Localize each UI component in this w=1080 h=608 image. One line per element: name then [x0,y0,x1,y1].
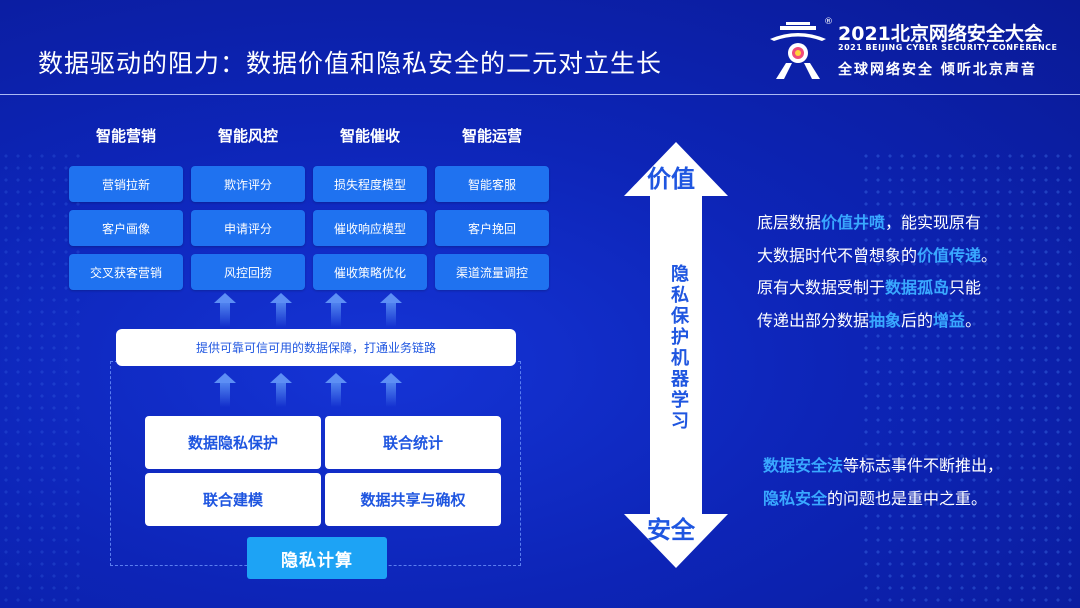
text: 。 [965,310,982,330]
up-arrow-icon [380,373,402,407]
conference-logo: ® 2021北京网络安全大会 2021 BEIJING CYBER SECURI… [766,17,1066,81]
privacy-tech-box: 联合建模 [145,473,321,526]
text: 等标志事件不断推出， [843,456,1004,475]
text: ，能实现原有 [885,213,982,232]
logo-title: 2021北京网络安全大会 [838,23,1043,45]
text: 。 [981,245,998,265]
dot-pattern-right [860,150,1080,608]
para-line: 隐私安全的问题也是重中之重。 [763,483,1003,516]
para-line: 原有大数据受制于数据孤岛只能 [757,272,997,305]
highlight-text: 数据孤岛 [885,278,950,297]
category-heading: 智能营销 [95,127,156,145]
up-arrow-icon [325,373,347,407]
highlight-text: 增益 [933,310,966,330]
application-box: 催收响应模型 [313,210,427,246]
text: 传递出部分数据 [757,310,870,330]
privacy-tech-box: 联合统计 [325,416,501,469]
para-line: 大数据时代不曾想象的价值传递。 [757,240,997,273]
vertical-char: 护 [671,327,689,348]
vertical-char: 保 [671,306,689,327]
application-box: 客户画像 [69,210,183,246]
up-arrow-icon [325,293,347,327]
text: 后的 [901,310,934,330]
privacy-tech-box: 数据隐私保护 [145,416,321,469]
text: 大数据时代不曾想象的 [757,245,918,265]
highlight-text: 价值井喷 [821,213,886,232]
application-box: 欺诈评分 [191,166,305,202]
privacy-compute-label: 隐私计算 [247,537,387,579]
dot-pattern-left [0,150,80,608]
vertical-char: 隐 [671,264,689,285]
privacy-tech-box: 数据共享与确权 [325,473,501,526]
category-heading: 智能催收 [339,127,400,145]
vertical-char: 器 [671,369,689,390]
application-box: 损失程度模型 [313,166,427,202]
data-guarantee-bar: 提供可靠可信可用的数据保障，打通业务链路 [116,329,516,366]
text: 底层数据 [757,213,822,232]
up-arrow-icon [380,293,402,327]
conference-emblem-icon [770,22,826,79]
vertical-char: 机 [671,348,689,369]
text: 的问题也是重中之重。 [827,488,988,508]
category-heading: 智能运营 [461,127,522,145]
application-box: 营销拉新 [69,166,183,202]
application-box: 催收策略优化 [313,254,427,290]
highlight-text: 抽象 [869,310,902,330]
logo-subtitle-en: 2021 BEIJING CYBER SECURITY CONFERENCE [838,43,1058,52]
logo-slogan: 全球网络安全 倾听北京声音 [838,62,1037,78]
up-arrow-icon [270,373,292,407]
vertical-char: 习 [671,411,689,432]
text: 只能 [949,278,982,297]
highlight-text: 隐私安全 [763,488,828,508]
application-box: 交叉获客营销 [69,254,183,290]
application-box: 客户挽回 [435,210,549,246]
para-line: 传递出部分数据抽象后的增益。 [757,305,997,338]
application-box: 风控回捞 [191,254,305,290]
highlight-text: 价值传递 [917,245,982,265]
header-divider [0,94,1080,95]
category-heading: 智能风控 [217,127,278,145]
registered-mark: ® [824,17,833,27]
value-label: 价值 [647,165,695,193]
value-paragraph: 底层数据价值井喷，能实现原有 大数据时代不曾想象的价值传递。 原有大数据受制于数… [757,207,997,337]
vertical-char: 学 [671,390,689,411]
up-arrow-icon [270,293,292,327]
highlight-text: 数据安全法 [763,456,844,475]
application-box: 渠道流量调控 [435,254,549,290]
vertical-char: 私 [671,285,689,306]
security-paragraph: 数据安全法等标志事件不断推出， 隐私安全的问题也是重中之重。 [763,450,1003,515]
up-arrow-icon [214,293,236,327]
text: 原有大数据受制于 [757,278,886,297]
double-arrow-icon [624,142,728,568]
para-line: 数据安全法等标志事件不断推出， [763,450,1003,483]
security-label: 安全 [647,516,695,544]
up-arrow-icon [214,373,236,407]
para-line: 底层数据价值井喷，能实现原有 [757,207,997,240]
privacy-ml-label: 隐 私 保 护 机 器 学 习 [665,264,695,432]
page-title: 数据驱动的阻力：数据价值和隐私安全的二元对立生长 [38,49,663,78]
application-box: 申请评分 [191,210,305,246]
application-box: 智能客服 [435,166,549,202]
